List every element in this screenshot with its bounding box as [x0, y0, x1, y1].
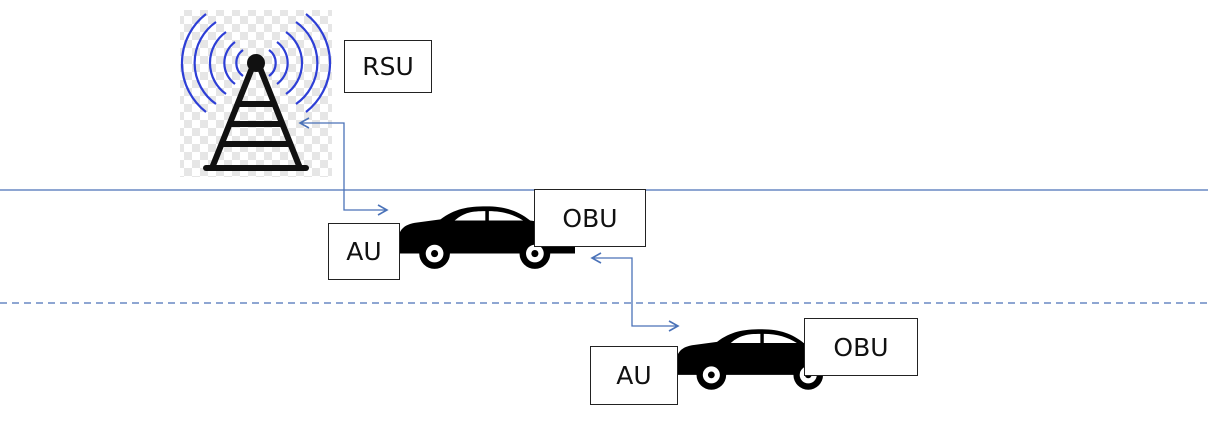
rsu-label: RSU — [344, 40, 432, 93]
au-label-car-1: AU — [328, 223, 400, 280]
obu-label-car-2: OBU — [804, 318, 918, 376]
obu-label-car-1: OBU — [534, 189, 646, 247]
au-label-car-2: AU — [590, 346, 678, 405]
rsu-tower-icon — [180, 10, 332, 177]
car-car-link-arrow — [590, 252, 680, 332]
rsu-car-link-arrow — [298, 117, 389, 216]
